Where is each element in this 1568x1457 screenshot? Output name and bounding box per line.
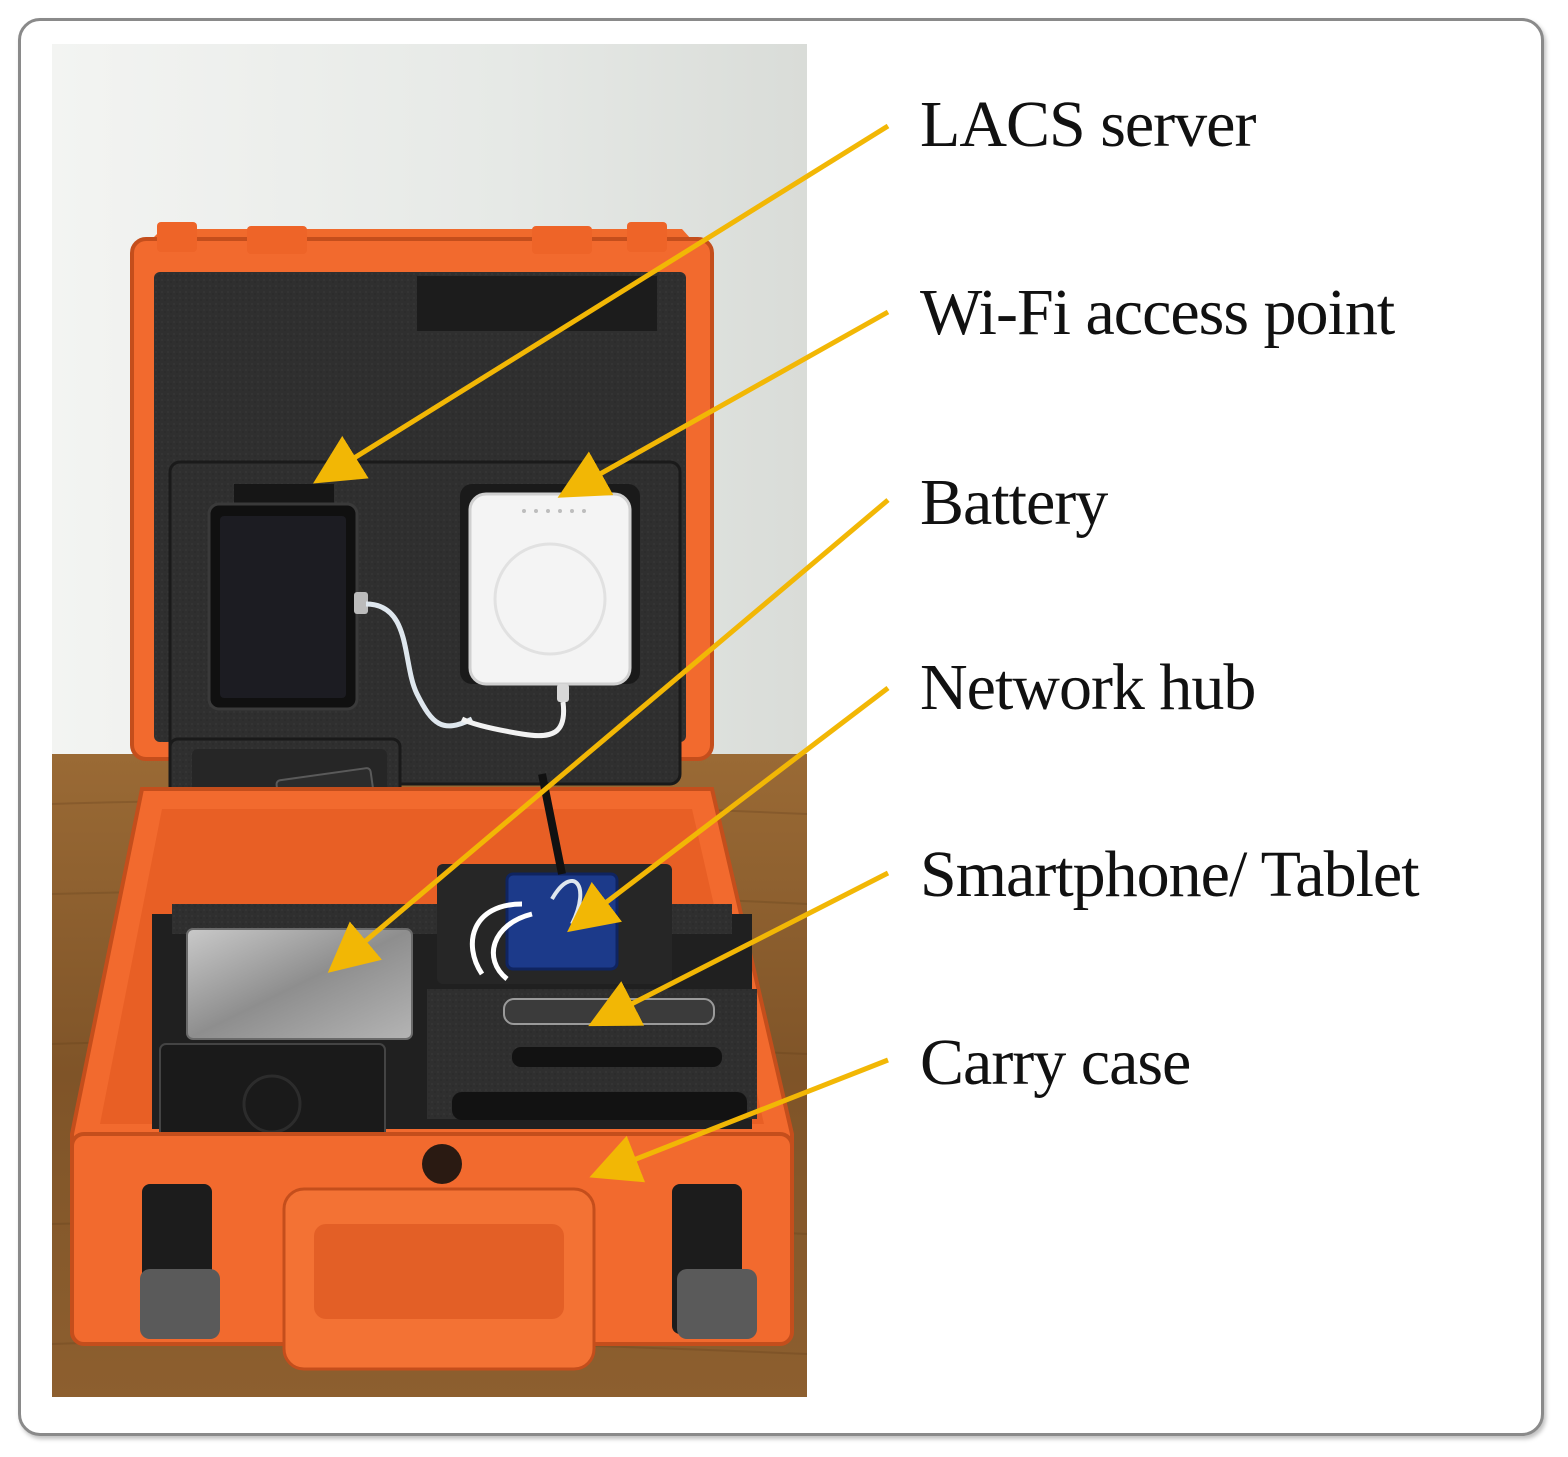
label-network-hub: Network hub bbox=[920, 651, 1256, 724]
label-carry-case: Carry case bbox=[920, 1026, 1191, 1099]
label-lacs-server: LACS server bbox=[920, 88, 1256, 161]
case-front bbox=[70, 1132, 794, 1371]
equipment-photo bbox=[52, 44, 807, 1397]
battery-device bbox=[186, 928, 413, 1040]
label-wifi-access-point: Wi-Fi access point bbox=[920, 276, 1395, 349]
lacs-server-device bbox=[207, 484, 474, 729]
smartphone-tablet-devices bbox=[427, 989, 757, 1120]
label-smartphone-tablet: Smartphone/ Tablet bbox=[920, 838, 1420, 911]
label-battery: Battery bbox=[920, 466, 1108, 539]
